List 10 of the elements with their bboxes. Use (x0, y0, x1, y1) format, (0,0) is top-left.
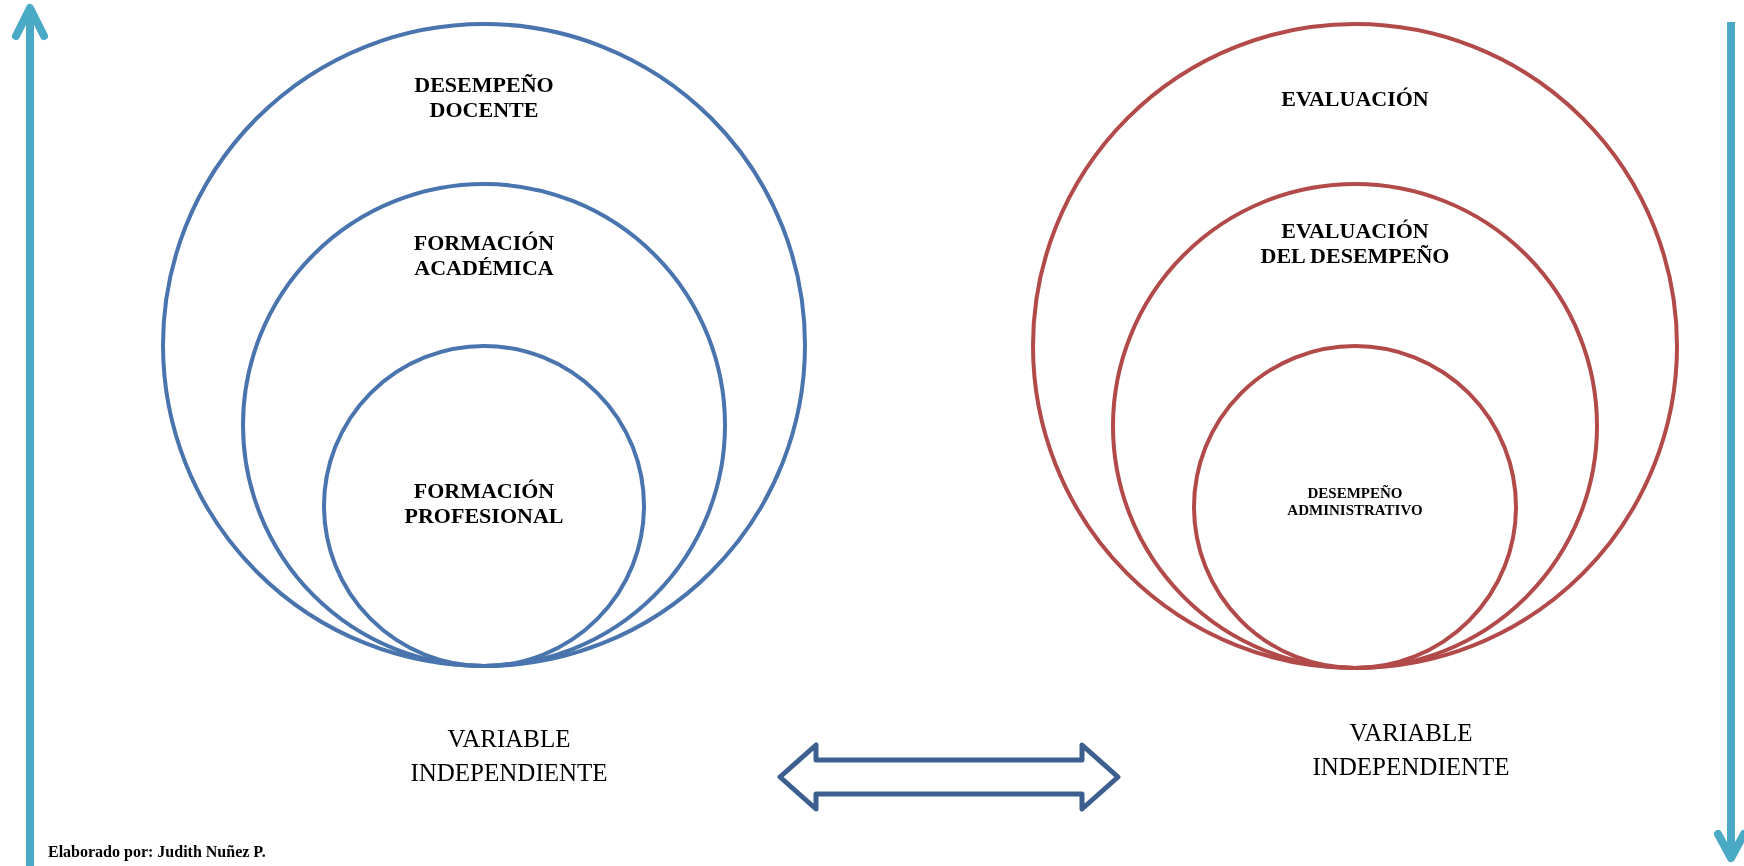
double-arrow (777, 742, 1121, 812)
circle-label: FORMACIÓN ACADÉMICA (412, 230, 556, 281)
circle-label: EVALUACIÓN DEL DESEMPEÑO (1260, 218, 1450, 269)
circle-label: DESEMPEÑO DOCENTE (413, 72, 555, 123)
author-note: Elaborado por: Judith Nuñez P. (48, 843, 266, 861)
circle-label: FORMACIÓN PROFESIONAL (403, 478, 565, 529)
variable-label: VARIABLE INDEPENDIENTE (409, 724, 609, 788)
circle-label: DESEMPEÑO ADMINISTRATIVO (1286, 485, 1424, 520)
circle-label: EVALUACIÓN (1280, 86, 1430, 112)
variable-label: VARIABLE INDEPENDIENTE (1311, 718, 1511, 782)
